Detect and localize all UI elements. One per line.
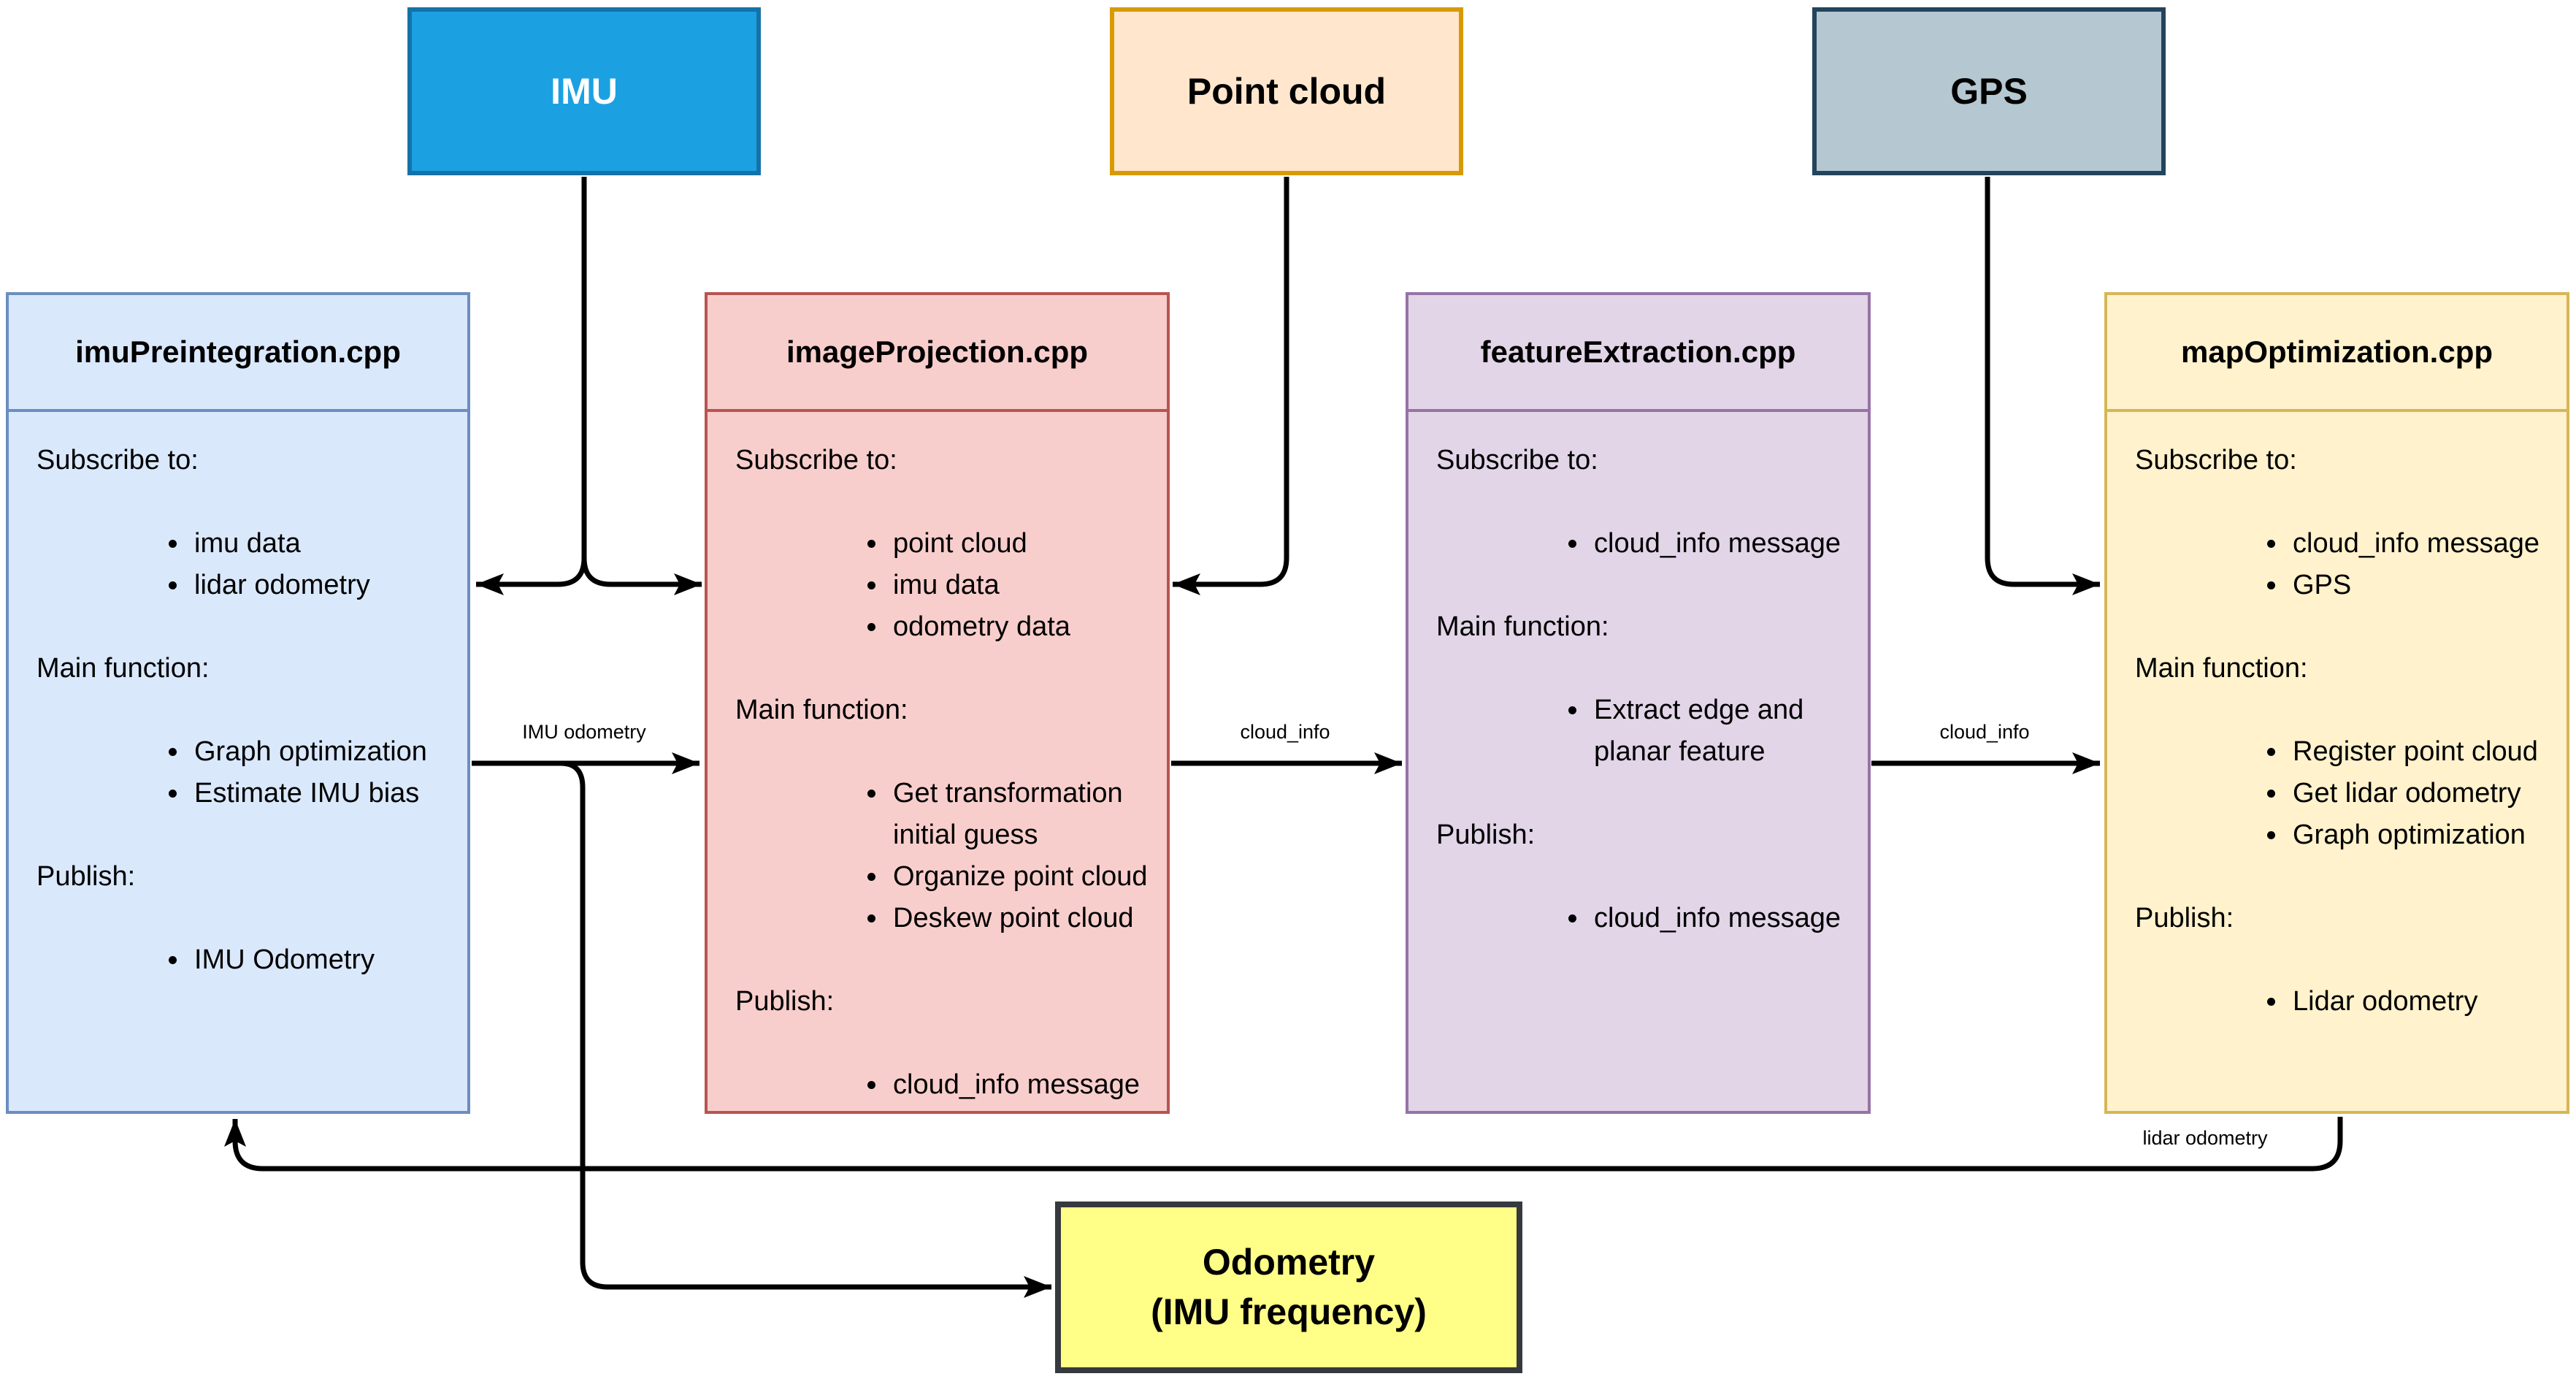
node-title: imuPreintegration.cpp [9, 295, 467, 412]
source-label-gps: GPS [1950, 71, 2028, 112]
section-label: Subscribe to: [1436, 445, 1598, 475]
section-item: Deskew point cloud [889, 898, 1152, 939]
node-mapoptimization: mapOptimization.cpp Subscribe to: cloud_i… [2104, 292, 2569, 1114]
edge-label-cloud-info-1: cloud_info [1235, 719, 1335, 744]
section-item: Lidar odometry [2288, 981, 2552, 1023]
section-item: lidar odometry [190, 565, 453, 606]
section-item-list: Graph optimizationEstimate IMU bias [37, 731, 453, 814]
source-label-imu: IMU [551, 71, 618, 112]
section-item: Extract edge and planar feature [1590, 690, 1853, 773]
edge-imu-to-imupreintegration [476, 557, 587, 595]
section-item: imu data [190, 523, 453, 565]
edge-gps-to-mapoptimization [1985, 177, 2100, 595]
section-label: Subscribe to: [735, 445, 897, 475]
section-item: cloud_info message [1590, 523, 1853, 565]
section-label: Main function: [37, 653, 210, 684]
section-label: Main function: [735, 695, 908, 725]
section-label: Publish: [735, 986, 835, 1017]
section-item: Register point cloud [2288, 731, 2552, 773]
section-item-list: imu datalidar odometry [37, 523, 453, 606]
edge-pointcloud-to-imageprojection [1173, 177, 1289, 595]
node-body: Subscribe to: cloud_info messageGPS Main f… [2107, 412, 2567, 1023]
section-item-list: cloud_info message [735, 1064, 1152, 1106]
section-label: Subscribe to: [2135, 445, 2297, 475]
section-label: Publish: [2135, 903, 2234, 933]
node-body: Subscribe to: point cloudimu dataodometry… [708, 412, 1167, 1106]
source-box-imu: IMU [407, 7, 761, 175]
section-item-list: IMU Odometry [37, 939, 453, 981]
section-item-list: cloud_info messageGPS [2135, 523, 2552, 606]
node-body: Subscribe to: imu datalidar odometryMain … [9, 412, 467, 981]
edge-label-cloud-info-2: cloud_info [1935, 719, 2034, 744]
section-item: Graph optimization [190, 731, 453, 773]
section-item: cloud_info message [889, 1064, 1152, 1106]
node-title: imageProjection.cpp [708, 295, 1167, 412]
source-box-gps: GPS [1812, 7, 2166, 175]
section-label: Main function: [2135, 653, 2308, 684]
section-item: point cloud [889, 523, 1152, 565]
edge-lidar-odometry-feedback [224, 1117, 2343, 1172]
section-item: Organize point cloud [889, 856, 1152, 898]
node-title: featureExtraction.cpp [1408, 295, 1868, 412]
section-item: Graph optimization [2288, 814, 2552, 856]
section-item-list: point cloudimu dataodometry data [735, 523, 1152, 648]
section-label: Publish: [1436, 820, 1536, 850]
section-item-list: Extract edge and planar feature [1436, 690, 1853, 773]
section-item: cloud_info message [1590, 898, 1853, 939]
section-label: Publish: [37, 861, 136, 892]
edge-label-lidar-odometry: lidar odometry [2138, 1126, 2272, 1150]
odometry-sink-label-line2: (IMU frequency) [1151, 1291, 1427, 1332]
section-item-list: Register point cloudGet lidar odometryGr… [2135, 731, 2552, 856]
section-item-list: Get transformation initial guessOrganize… [735, 773, 1152, 939]
node-featureextraction: featureExtraction.cpp Subscribe to: cloud… [1406, 292, 1871, 1114]
section-item-list: Lidar odometry [2135, 981, 2552, 1023]
node-title: mapOptimization.cpp [2107, 295, 2567, 412]
odometry-sink-label-line1: Odometry [1202, 1242, 1376, 1283]
section-item: GPS [2288, 565, 2552, 606]
section-label: Subscribe to: [37, 445, 199, 475]
node-imageprojection: imageProjection.cpp Subscribe to: point c… [705, 292, 1170, 1114]
section-item: imu data [889, 565, 1152, 606]
section-item-list: cloud_info message [1436, 523, 1853, 565]
section-item: Estimate IMU bias [190, 773, 453, 814]
section-label: Main function: [1436, 611, 1609, 642]
edge-imu-to-imageprojection [581, 557, 702, 595]
section-item: IMU Odometry [190, 939, 453, 981]
source-box-point-cloud: Point cloud [1110, 7, 1463, 175]
section-item: Get transformation initial guess [889, 773, 1152, 856]
section-item: cloud_info message [2288, 523, 2552, 565]
section-item-list: cloud_info message [1436, 898, 1853, 939]
section-item: Get lidar odometry [2288, 773, 2552, 814]
odometry-sink-box: Odometry (IMU frequency) [1055, 1202, 1522, 1373]
section-item: odometry data [889, 606, 1152, 648]
edge-label-imu-odometry: IMU odometry [518, 719, 651, 744]
node-imupreintegration: imuPreintegration.cpp Subscribe to: imu d… [6, 292, 470, 1114]
source-label-point-cloud: Point cloud [1187, 71, 1387, 112]
edge-imu-odometry-branch-to-odometry-sink [560, 760, 1051, 1298]
